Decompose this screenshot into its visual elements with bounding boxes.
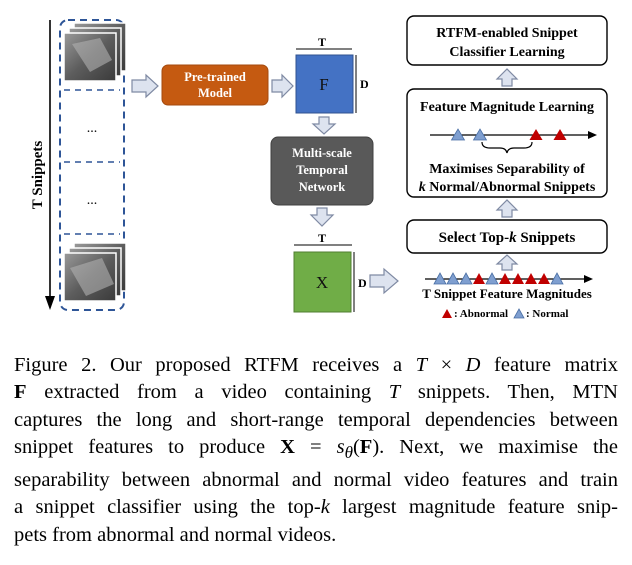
- caption-l1a: Figure 2. Our proposed RTFM receives a: [14, 354, 416, 376]
- normal-marker: [433, 272, 447, 285]
- caption-math-f2: F: [359, 436, 373, 459]
- abnormal-marker: [473, 273, 485, 284]
- pretrained-model-box: Pre-trained Model: [161, 64, 269, 106]
- fml-sub-2: k Normal/Abnormal Snippets: [419, 180, 596, 195]
- mtn-box: Multi-scale Temporal Network: [270, 136, 374, 206]
- caption-l6a: a snippet classifier using the top-: [14, 496, 321, 519]
- arrow-to-fml: [495, 199, 519, 218]
- legend-normal-marker: [513, 308, 525, 319]
- caption-math-t2: T: [388, 381, 401, 404]
- matrix-x-dim-d: D: [358, 276, 367, 290]
- mtn-label-2: Temporal: [296, 163, 348, 177]
- rtfm-classifier-box: RTFM-enabled Snippet Classifier Learning: [406, 15, 608, 66]
- caption-l1b: feature matrix: [480, 354, 618, 376]
- arrow-to-classifier: [495, 68, 519, 87]
- normal-marker: [446, 272, 460, 285]
- caption-l4a: snippet features to produce: [14, 436, 281, 459]
- caption-math-times: ×: [427, 354, 466, 376]
- magnitudes-label: T Snippet Feature Magnitudes: [422, 286, 592, 301]
- fml-brace: [481, 141, 533, 154]
- caption-paren-close: ): [372, 436, 380, 459]
- caption-line-7: pets from abnormal and normal videos.: [14, 523, 337, 546]
- video-snippets-column: ... ...: [59, 19, 127, 311]
- rtfm-architecture-diagram: T Snippets ... ... Pre-trained Model: [30, 15, 608, 320]
- pretrained-label-1: Pre-trained: [184, 70, 246, 84]
- caption-line-3: captures the long and short-range tempor…: [14, 408, 618, 431]
- arrow-to-pretrained: [131, 73, 159, 99]
- abnormal-marker: [538, 273, 550, 284]
- caption-math-x: X: [280, 436, 295, 459]
- fml-sub-1: Maximises Separability of: [429, 162, 585, 177]
- fml-title: Feature Magnitude Learning: [420, 100, 594, 115]
- caption-line-6: a snippet classifier using the top-k lar…: [14, 494, 618, 521]
- fml-sub-2-k: k: [419, 180, 426, 195]
- rtfm-classifier-label-2: Classifier Learning: [449, 45, 564, 60]
- mtn-label-1: Multi-scale: [292, 146, 352, 160]
- topk-suffix: Snippets: [517, 230, 576, 246]
- mtn-label-3: Network: [299, 180, 346, 194]
- snippets-axis-label: T Snippets: [30, 141, 46, 210]
- fml-box: Feature Magnitude Learning Maximises Sep…: [406, 88, 608, 198]
- abnormal-marker: [553, 129, 567, 140]
- legend: : Abnormal : Normal: [442, 308, 568, 320]
- topk-box: Select Top-k Snippets: [406, 219, 608, 254]
- arrow-to-mtn: [311, 116, 337, 135]
- ellipsis-2: ...: [87, 193, 98, 208]
- legend-abnormal-marker: [442, 309, 452, 318]
- caption-l6b: largest magnitude feature snip-: [329, 496, 618, 519]
- caption-l2b: snippets. Then, MTN: [400, 381, 618, 404]
- legend-abnormal-label: : Abnormal: [454, 308, 508, 320]
- abnormal-marker: [499, 273, 511, 284]
- arrow-to-topk: [495, 254, 519, 271]
- ellipsis-1: ...: [87, 121, 98, 136]
- snippet-frames-top: [63, 22, 127, 82]
- abnormal-marker: [529, 129, 543, 140]
- snippet-frames-bottom: [63, 242, 127, 302]
- fml-sub-2-rest: Normal/Abnormal Snippets: [426, 180, 596, 195]
- caption-math-theta: θ: [344, 443, 353, 463]
- matrix-f-dim-d: D: [360, 77, 369, 91]
- caption-l4b: . Next, we maximise the: [379, 436, 618, 459]
- arrow-to-x: [309, 207, 335, 227]
- caption-math-s: s: [336, 436, 345, 459]
- matrix-f: T F D: [295, 35, 369, 114]
- rtfm-classifier-label-1: RTFM-enabled Snippet: [436, 26, 578, 41]
- normal-marker: [550, 272, 564, 285]
- arrow-to-f: [271, 73, 294, 99]
- matrix-f-label: F: [319, 75, 328, 94]
- caption-math-eq: =: [294, 436, 337, 459]
- fml-markers: [450, 128, 567, 141]
- topk-prefix: Select Top-: [439, 230, 509, 246]
- topk-label: Select Top-k Snippets: [439, 230, 576, 246]
- caption-math-d: D: [465, 354, 481, 376]
- caption-l2a: extracted from a video containing: [26, 381, 389, 404]
- matrix-x-label: X: [316, 273, 328, 292]
- pretrained-label-2: Model: [198, 86, 233, 100]
- caption-math-k: k: [320, 496, 330, 519]
- magnitude-markers: [433, 272, 564, 285]
- caption-line-2: F extracted from a video containing T sn…: [14, 379, 618, 406]
- caption-paren-open: (: [352, 436, 360, 459]
- normal-marker: [459, 272, 473, 285]
- topk-k: k: [509, 230, 517, 246]
- caption-math-f: F: [14, 381, 27, 404]
- caption-math-t: T: [415, 354, 428, 376]
- normal-marker: [450, 128, 466, 141]
- matrix-x-dim-t: T: [318, 231, 326, 245]
- snippets-axis: T Snippets: [30, 20, 55, 310]
- arrow-to-magnitudes: [369, 267, 399, 295]
- normal-marker: [485, 272, 499, 285]
- abnormal-marker: [525, 273, 537, 284]
- abnormal-marker: [512, 273, 524, 284]
- caption-line-4: snippet features to produce X = sθ(F). N…: [14, 434, 618, 467]
- matrix-x: T X D: [293, 231, 367, 313]
- caption-line-5: separability between abnormal and normal…: [14, 468, 618, 491]
- normal-marker: [472, 128, 488, 141]
- caption-line-1: Figure 2. Our proposed RTFM receives a T…: [14, 352, 618, 379]
- matrix-f-dim-t: T: [318, 35, 326, 49]
- legend-normal-label: : Normal: [526, 308, 568, 320]
- figure-caption: Figure 2. Our proposed RTFM receives a T…: [14, 352, 618, 549]
